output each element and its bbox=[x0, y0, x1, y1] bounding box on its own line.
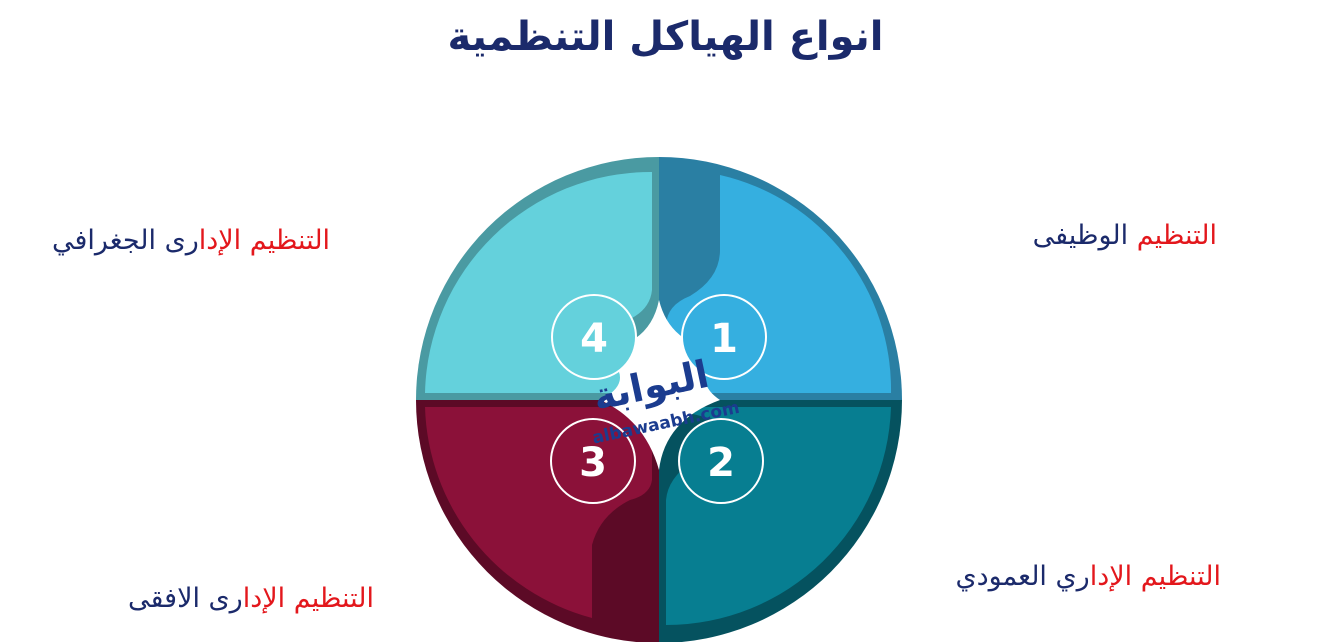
label-highlight: التنظيم الإدا bbox=[198, 225, 331, 256]
label-highlight: التنظيم bbox=[1136, 220, 1217, 251]
badge-circle bbox=[678, 418, 764, 504]
label-functional-organization: التنظيم الوظيفى bbox=[1033, 220, 1217, 251]
label-vertical-organization: التنظيم الإداري العمودي bbox=[955, 561, 1221, 592]
label-highlight: التنظيم الإدا bbox=[242, 583, 375, 614]
label-rest: الوظيفى bbox=[1032, 220, 1137, 251]
label-rest: رى الافقى bbox=[128, 583, 243, 614]
badge-number: 4 bbox=[580, 316, 608, 362]
label-highlight: التنظيم الإدا bbox=[1089, 561, 1221, 592]
badge-number: 2 bbox=[707, 440, 735, 486]
number-badge-3: 3 bbox=[550, 418, 636, 504]
page-title: انواع الهياكل التنظمية bbox=[447, 14, 884, 60]
badge-circle bbox=[550, 418, 636, 504]
label-rest: رى الجغرافي bbox=[52, 225, 199, 256]
badge-number: 3 bbox=[579, 440, 607, 486]
label-rest: ري العمودي bbox=[955, 561, 1090, 592]
badge-number: 1 bbox=[710, 316, 738, 362]
label-horizontal-organization: التنظيم الإدارى الافقى bbox=[128, 583, 374, 614]
label-geographic-organization: التنظيم الإدارى الجغرافي bbox=[52, 225, 330, 256]
number-badge-1: 1 bbox=[681, 294, 767, 380]
badge-circle bbox=[681, 294, 767, 380]
number-badge-4: 4 bbox=[551, 294, 637, 380]
badge-circle bbox=[551, 294, 637, 380]
number-badge-2: 2 bbox=[678, 418, 764, 504]
